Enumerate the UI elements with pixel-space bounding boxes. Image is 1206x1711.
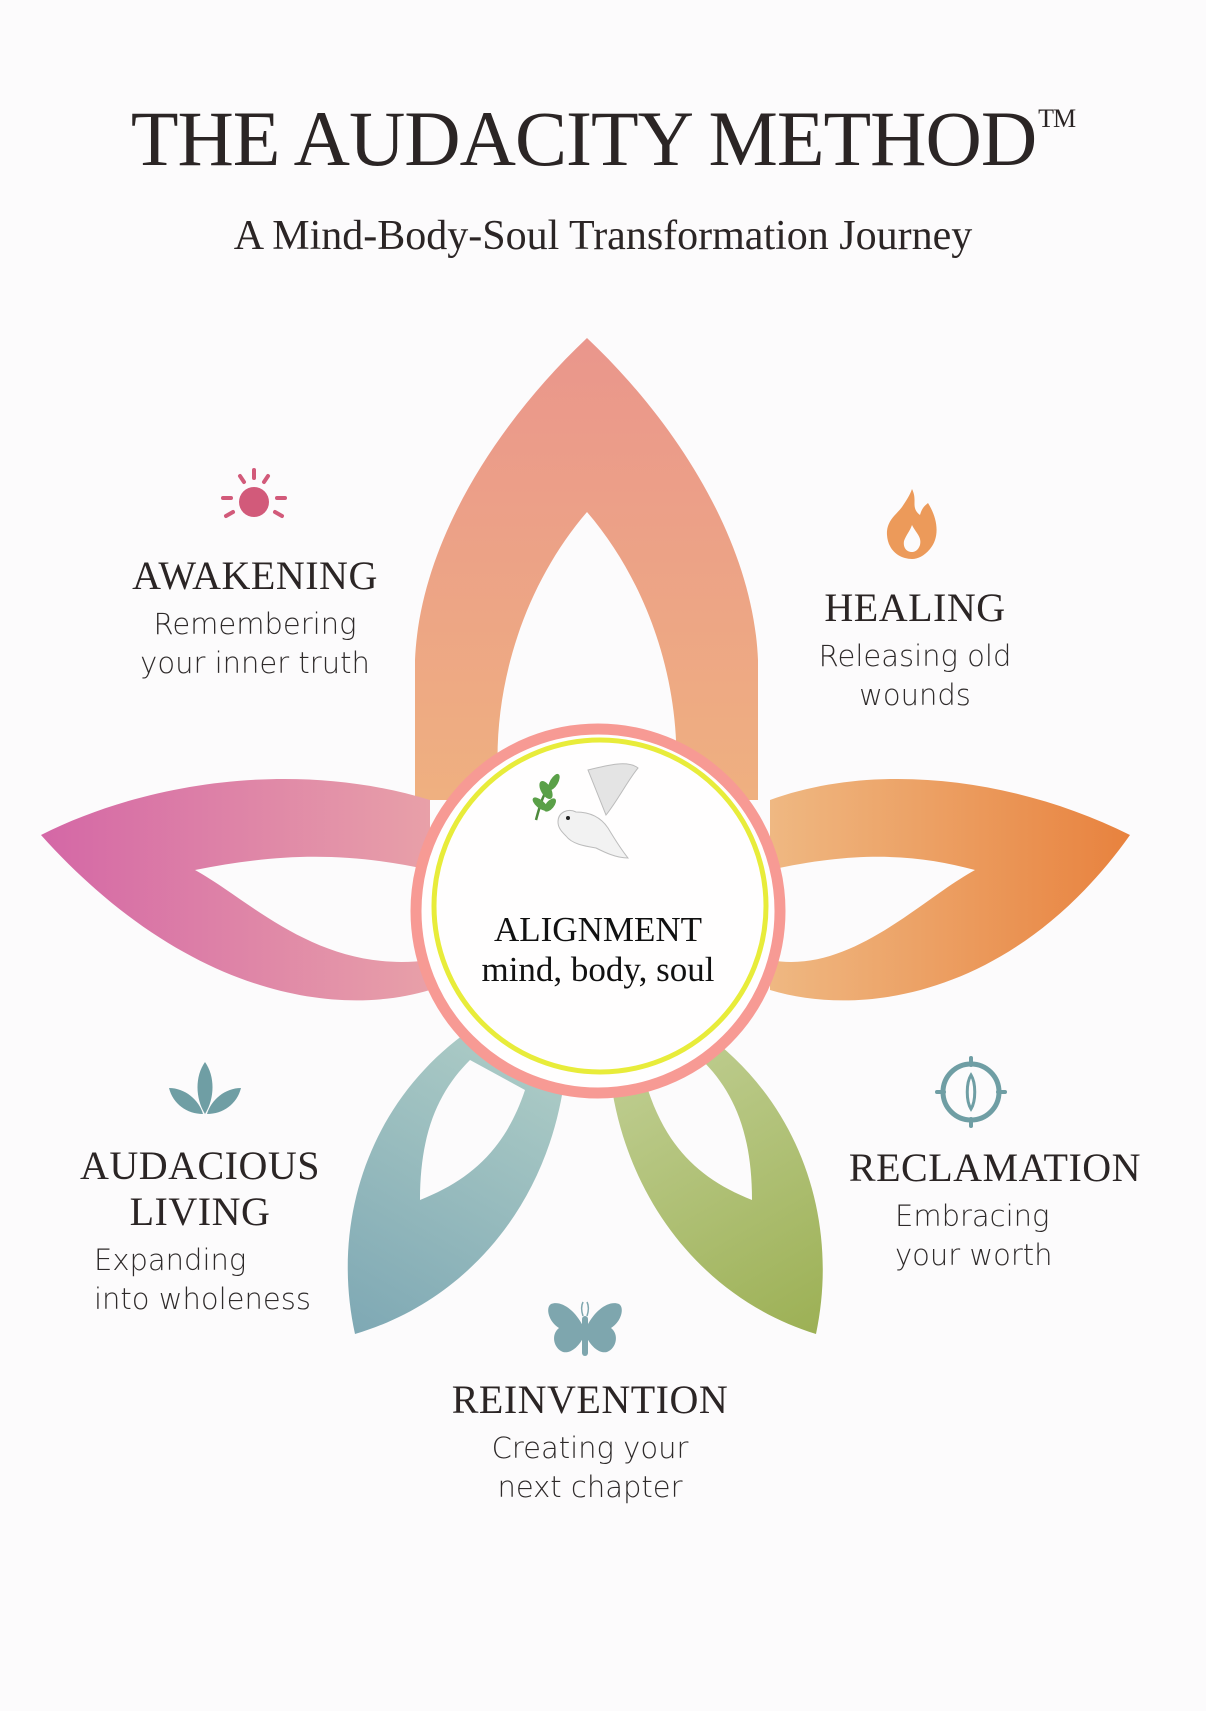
center-subtitle: mind, body, soul xyxy=(481,950,715,990)
stage-name: HEALING xyxy=(824,585,1006,630)
page-title: THE AUDACITY METHODTM xyxy=(130,95,1076,182)
stage-name: AWAKENING xyxy=(132,553,378,598)
petal-awakening-top xyxy=(415,338,758,800)
trademark: TM xyxy=(1038,104,1076,133)
center-title: ALIGNMENT xyxy=(493,910,703,949)
center-ring-inner xyxy=(431,737,769,1075)
sun-icon xyxy=(221,468,287,518)
stage-name: REINVENTION xyxy=(451,1377,729,1422)
petal-right xyxy=(770,778,1130,1001)
center-circle-fill xyxy=(416,729,780,1093)
flame-icon xyxy=(886,489,937,559)
center-label: ALIGNMENT mind, body, soul xyxy=(400,910,796,991)
butterfly-icon xyxy=(548,1301,622,1356)
dove-with-olive-branch-icon xyxy=(532,763,639,859)
stage-name: RECLAMATION xyxy=(848,1145,1142,1190)
lotus-leaves-icon xyxy=(169,1062,241,1114)
page-subtitle: A Mind-Body-Soul Transformation Journey xyxy=(233,213,973,259)
petal-left xyxy=(41,778,430,1001)
center-ring-outer xyxy=(410,723,786,1099)
petal-bottom-right xyxy=(610,1030,823,1334)
compass-icon xyxy=(935,1056,1007,1128)
petal-bottom-left xyxy=(347,1030,565,1334)
